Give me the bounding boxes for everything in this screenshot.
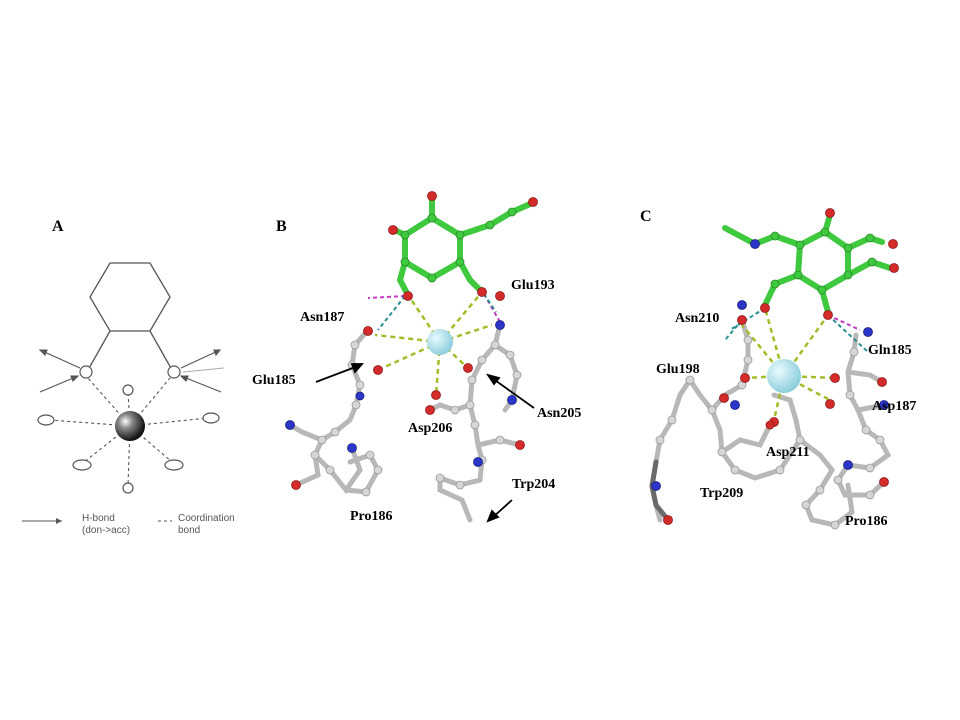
hexagon-ring	[89, 262, 171, 332]
ring-oxygen-right	[167, 365, 181, 379]
label-asp187: Asp187	[872, 399, 916, 414]
legend-coord-label: Coordination	[178, 513, 235, 524]
label-glu198: Glu198	[656, 362, 700, 377]
label-asn187: Asn187	[300, 310, 344, 325]
label-pro186-c: Pro186	[845, 514, 888, 529]
label-glu185-b: Glu185	[252, 373, 296, 388]
panel-a-label: A	[52, 218, 64, 235]
ring-bond-left	[87, 330, 111, 371]
panel-c-label: C	[640, 208, 652, 225]
label-asp211: Asp211	[766, 445, 810, 460]
panel-b-structure	[285, 191, 538, 523]
label-pro186-b: Pro186	[350, 509, 393, 524]
panel-b-metal-ion	[427, 329, 453, 355]
hbond-arrows	[38, 349, 225, 393]
label-glu193: Glu193	[511, 278, 555, 293]
label-asn210: Asn210	[675, 311, 719, 326]
panel-b-label: B	[276, 218, 287, 235]
label-asp206: Asp206	[408, 421, 452, 436]
ring-bond-right	[149, 330, 173, 371]
ligand-ellipses	[37, 384, 220, 494]
panel-c-metal-ion	[767, 359, 801, 393]
legend-coordination: Coordination bond	[158, 513, 235, 536]
legend-hbond-label: H-bond	[82, 513, 115, 524]
legend-coord-sub: bond	[178, 525, 200, 536]
panel-c-structure	[649, 208, 899, 530]
label-trp204: Trp204	[512, 477, 555, 492]
metal-ion-sphere	[115, 411, 145, 441]
label-gln185: Gln185	[868, 343, 912, 358]
legend-hbond: H-bond (don->acc)	[22, 513, 130, 536]
legend-hbond-sub: (don->acc)	[82, 525, 130, 536]
label-trp209: Trp209	[700, 486, 743, 501]
ring-oxygen-left	[79, 365, 93, 379]
label-asn205: Asn205	[537, 406, 581, 421]
